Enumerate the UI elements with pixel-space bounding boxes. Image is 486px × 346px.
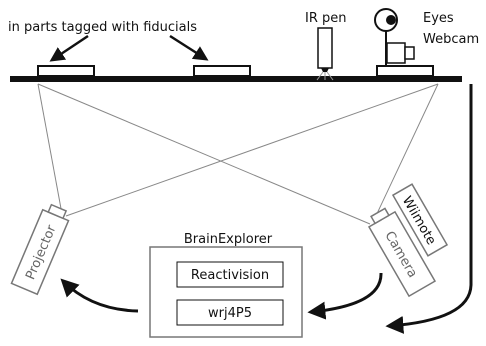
fiducials-label: in parts tagged with fiducials	[8, 20, 197, 35]
projector-beam-left	[37, 83, 63, 215]
reactivision-label: Reactivision	[191, 268, 269, 283]
flow-arrow-from-webcam	[385, 84, 473, 334]
fiducial-arrow-right	[169, 34, 209, 61]
projector-device: Projector	[10, 203, 70, 296]
fiducial-part-webcam-base	[376, 65, 434, 77]
camera-view-right	[373, 83, 439, 221]
brainexplorer-title: BrainExplorer	[184, 232, 273, 247]
ir-pen-icon	[316, 27, 334, 81]
wrj4p5-label: wrj4P5	[208, 306, 252, 321]
webcam-label: Webcam	[423, 32, 479, 47]
eyes-label: Eyes	[423, 11, 454, 26]
table-surface	[10, 76, 462, 82]
fiducial-arrow-left	[49, 34, 89, 62]
webcam-icon	[374, 8, 415, 66]
fiducial-part-right	[193, 65, 251, 77]
projector-beam-right	[65, 83, 439, 217]
wrj4p5-box	[176, 299, 284, 326]
camera-view-left	[37, 83, 371, 225]
flow-arrow-to-projector	[60, 278, 139, 313]
reactivision-box	[176, 261, 284, 288]
fiducial-part-left	[37, 65, 95, 77]
ir-pen-label: IR pen	[305, 11, 347, 26]
flow-arrow-from-camera	[307, 272, 383, 320]
